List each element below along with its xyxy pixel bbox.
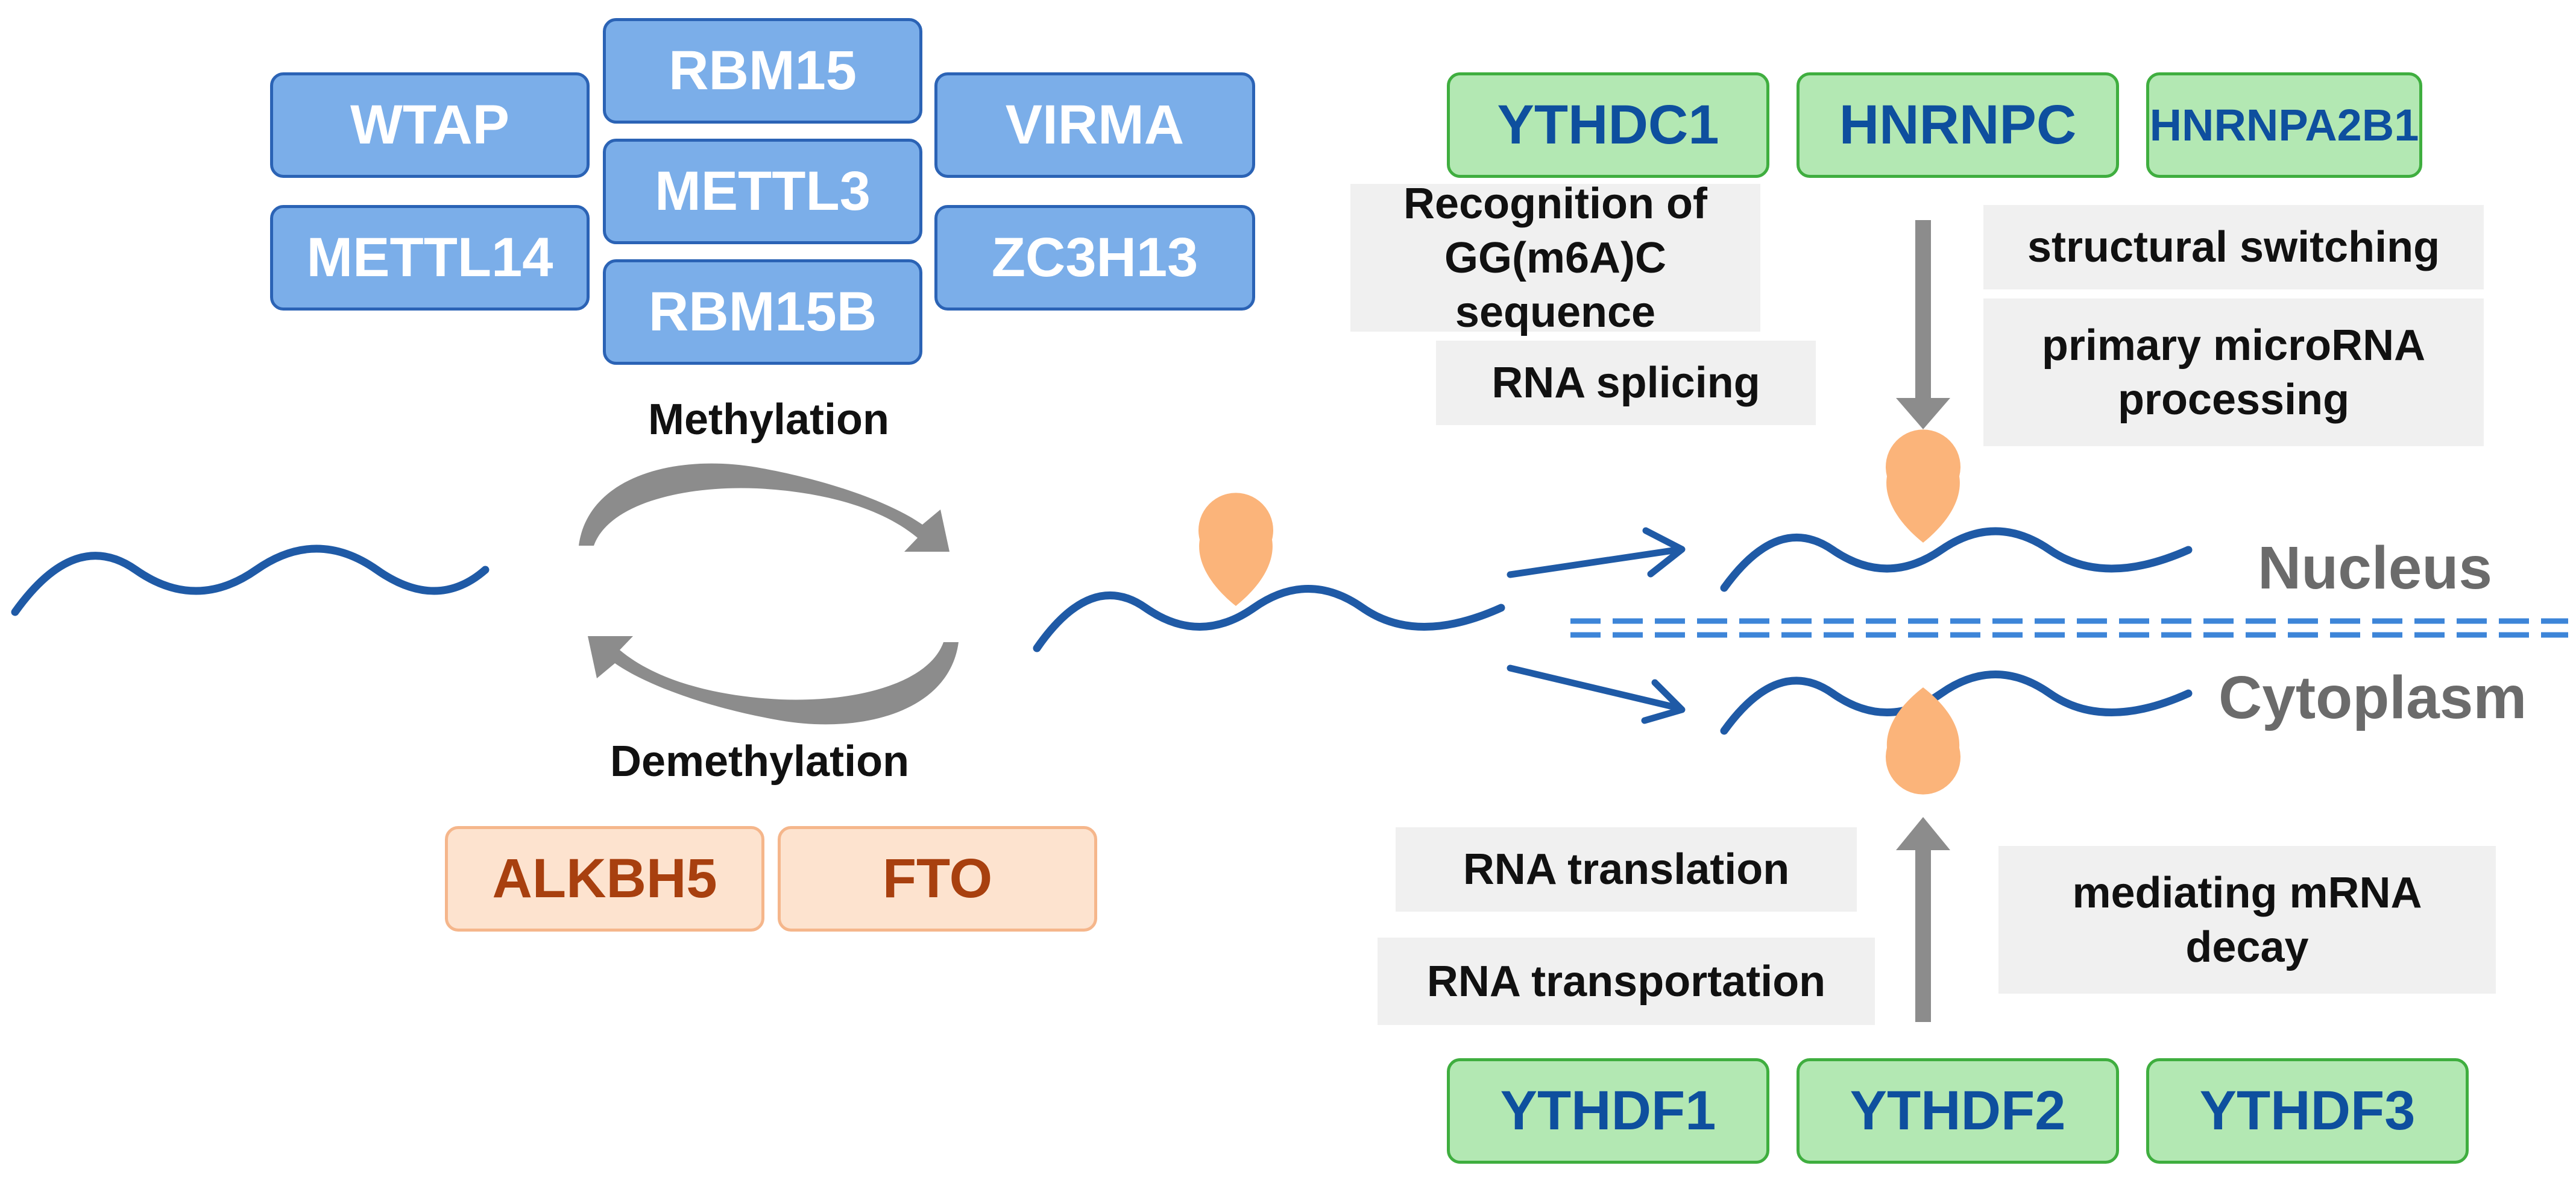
writer-box-rbm15: RBM15 — [603, 18, 922, 124]
methylated-rna-wave — [1033, 585, 1505, 652]
reader-box-ythdf1: YTHDF1 — [1447, 1058, 1769, 1164]
nuclear-reader-arrow-head — [1896, 398, 1950, 429]
function-primary-microrna-processing: primary microRNA processing — [1983, 298, 2484, 446]
writer-box-wtap: WTAP — [270, 72, 590, 178]
reader-box-ythdf2: YTHDF2 — [1797, 1058, 2119, 1164]
function-recognition: Recognition of GG(m6A)C sequence — [1350, 180, 1760, 336]
function-structural-switching: structural switching — [1983, 205, 2484, 289]
cytoplasm-rna-wave — [1720, 670, 2193, 735]
arrow-to-nucleus — [1507, 547, 1677, 578]
writer-box-mettl3: METTL3 — [603, 139, 922, 244]
cytoplasm-reader-arrow-shaft — [1915, 847, 1931, 1022]
eraser-box-alkbh5: ALKBH5 — [445, 826, 764, 932]
function-rna-translation: RNA translation — [1396, 827, 1857, 912]
cytoplasm-label: Cytoplasm — [2219, 664, 2527, 731]
nuclear-rna-wave — [1720, 527, 2193, 592]
arrow-to-nucleus-head — [1642, 527, 1686, 578]
reader-box-ythdc1: YTHDC1 — [1447, 72, 1769, 178]
reader-box-hnrnpa2b1: HNRNPA2B1 — [2146, 72, 2422, 178]
m6a-mark-cytoplasm — [1886, 687, 1960, 795]
eraser-box-fto: FTO — [778, 826, 1097, 932]
writer-box-virma: VIRMA — [934, 72, 1255, 178]
demethylation-label: Demethylation — [609, 737, 910, 786]
methylation-label: Methylation — [647, 396, 890, 444]
nuclear-reader-arrow-shaft — [1915, 220, 1931, 401]
function-rna-splicing: RNA splicing — [1436, 341, 1816, 425]
function-rna-transportation: RNA transportation — [1378, 938, 1875, 1025]
methylation-arc-arrow — [579, 463, 949, 552]
arrow-to-cytoplasm-head — [1641, 679, 1686, 724]
reader-box-hnrnpc: HNRNPC — [1797, 72, 2119, 178]
demethylation-arc-arrow — [588, 636, 959, 725]
reader-box-ythdf3: YTHDF3 — [2146, 1058, 2469, 1164]
unmodified-rna-wave — [11, 544, 490, 616]
m6a-mark-nucleus — [1886, 429, 1960, 543]
writer-box-zc3h13: ZC3H13 — [934, 205, 1255, 311]
m6a-mark-center — [1198, 493, 1273, 606]
arrow-to-cytoplasm — [1507, 664, 1677, 710]
cytoplasm-reader-arrow-head — [1896, 817, 1950, 850]
writer-box-rbm15b: RBM15B — [603, 259, 922, 365]
writer-box-mettl14: METTL14 — [270, 205, 590, 311]
function-mediating-mrna-decay: mediating mRNA decay — [1998, 846, 2496, 994]
nucleus-label: Nucleus — [2258, 534, 2493, 602]
